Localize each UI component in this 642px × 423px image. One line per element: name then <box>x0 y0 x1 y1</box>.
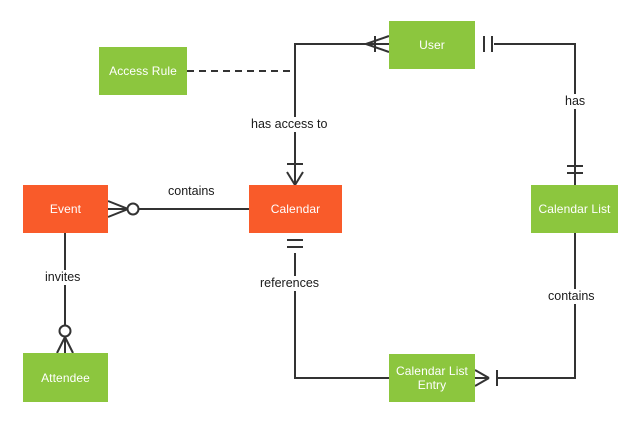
connector-user-to-calendar-list <box>494 43 576 185</box>
connector-calendar-to-entry <box>294 253 389 379</box>
entity-attendee[interactable]: Attendee <box>23 353 108 402</box>
connector-calendar-list-to-entry <box>497 233 576 379</box>
cardinality-event-right-zero-or-many <box>107 200 140 218</box>
cardinality-user-right-exactly-one <box>483 36 493 52</box>
entity-calendar-list-entry[interactable]: Calendar List Entry <box>389 354 475 402</box>
connector-user-to-calendar <box>294 43 389 185</box>
cardinality-calendar-top-one-or-many <box>286 163 304 186</box>
cardinality-calendar-bottom-exactly-one <box>287 239 303 248</box>
entity-user-label: User <box>419 38 445 52</box>
relationship-label-has-access-to: has access to <box>248 117 331 132</box>
entity-access-rule[interactable]: Access Rule <box>99 47 187 95</box>
cardinality-entry-right-one-or-many <box>474 369 498 387</box>
entity-event-label: Event <box>49 202 82 216</box>
cardinality-user-left-one-or-many <box>365 35 390 53</box>
entity-calendar[interactable]: Calendar <box>249 185 342 233</box>
cardinality-calendar-list-top-exactly-one <box>567 165 583 174</box>
relationship-label-has: has <box>562 94 589 109</box>
entity-calendar-list-entry-label: Calendar List Entry <box>395 364 468 392</box>
entity-access-rule-label: Access Rule <box>109 64 177 78</box>
entity-calendar-list[interactable]: Calendar List <box>531 185 618 233</box>
relationship-label-invites: invites <box>42 270 84 285</box>
relationship-label-contains-event-calendar: contains <box>165 184 218 199</box>
entity-event[interactable]: Event <box>23 185 108 233</box>
entity-attendee-label: Attendee <box>41 370 90 385</box>
relationship-label-contains-list-entry: contains <box>545 289 598 304</box>
entity-calendar-list-label: Calendar List <box>538 202 611 216</box>
entity-user[interactable]: User <box>389 21 475 69</box>
relationship-label-references: references <box>257 276 323 291</box>
cardinality-attendee-top-zero-or-many <box>56 324 74 354</box>
entity-calendar-label: Calendar <box>270 202 321 216</box>
